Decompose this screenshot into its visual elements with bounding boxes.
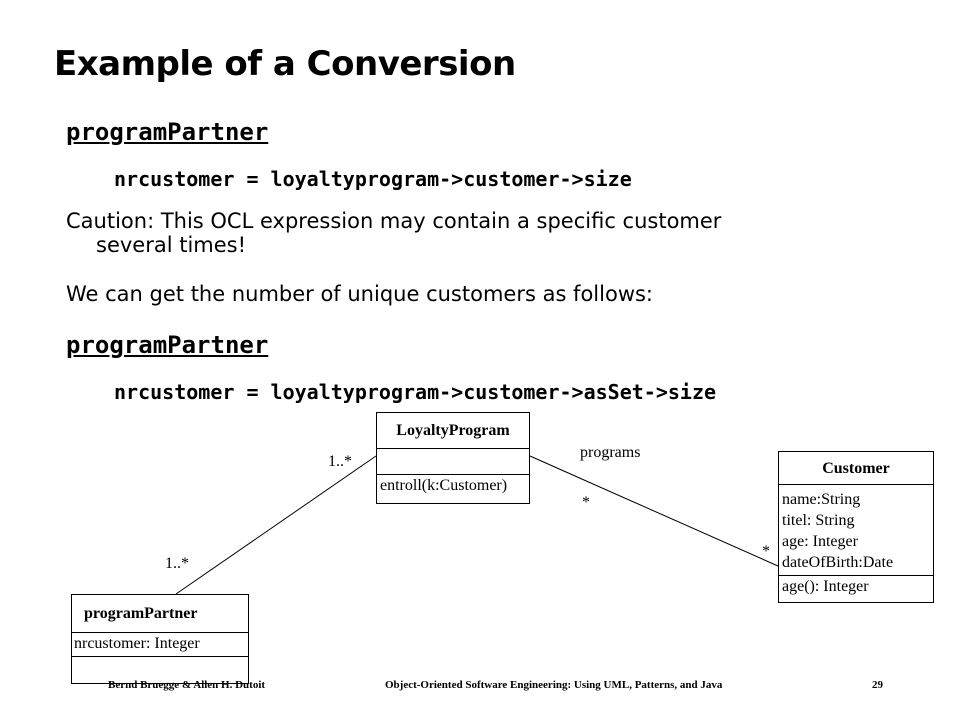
multiplicity-customer-end: * [762, 543, 770, 560]
slide-title: Example of a Conversion [54, 44, 516, 84]
program-partner-attributes: nrcustomer: Integer [72, 633, 248, 657]
context-heading-1: programPartner [66, 118, 269, 146]
multiplicity-loyalty-customer-end: * [582, 494, 590, 511]
attribute-titel: titel: String [782, 512, 855, 529]
operation-age: age(): Integer [782, 578, 869, 595]
ocl-expression-1: nrcustomer = loyaltyprogram->customer->s… [114, 167, 632, 191]
caution-text-line2: several times! [96, 233, 247, 257]
attribute-date-of-birth: dateOfBirth:Date [782, 554, 894, 571]
attribute-age: age: Integer [782, 533, 858, 550]
multiplicity-partner-end: 1..* [165, 555, 189, 572]
customer-operations: age(): Integer [779, 576, 933, 602]
attribute-name: name:String [782, 491, 861, 508]
class-name-customer: Customer [779, 452, 933, 485]
association-line-partner [175, 455, 377, 595]
ocl-expression-2: nrcustomer = loyaltyprogram->customer->a… [114, 380, 717, 404]
footer-authors: Bernd Bruegge & Allen H. Dutoit [108, 679, 266, 691]
footer-page-number: 29 [872, 679, 883, 691]
class-name-program-partner: programPartner [72, 595, 248, 633]
role-name-programs: programs [580, 444, 641, 461]
footer-book-title: Object-Oriented Software Engineering: Us… [385, 679, 723, 691]
association-line-customer [529, 455, 779, 567]
class-loyalty-program: LoyaltyProgram entroll(k:Customer) [376, 412, 530, 504]
class-customer: Customer name:String titel: String age: … [778, 451, 934, 603]
loyalty-program-attributes [377, 449, 529, 475]
attribute-nrcustomer: nrcustomer: Integer [74, 635, 200, 652]
customer-attributes: name:String titel: String age: Integer d… [779, 485, 933, 576]
context-heading-2: programPartner [66, 331, 269, 359]
unique-customers-intro: We can get the number of unique customer… [66, 282, 654, 306]
class-name-loyalty-program: LoyaltyProgram [377, 413, 529, 449]
caution-text-line1: Caution: This OCL expression may contain… [66, 209, 722, 233]
multiplicity-loyalty-partner-end: 1..* [328, 453, 352, 470]
loyalty-program-operations: entroll(k:Customer) [377, 475, 529, 503]
operation-entroll: entroll(k:Customer) [380, 477, 508, 494]
class-program-partner: programPartner nrcustomer: Integer [71, 594, 249, 684]
